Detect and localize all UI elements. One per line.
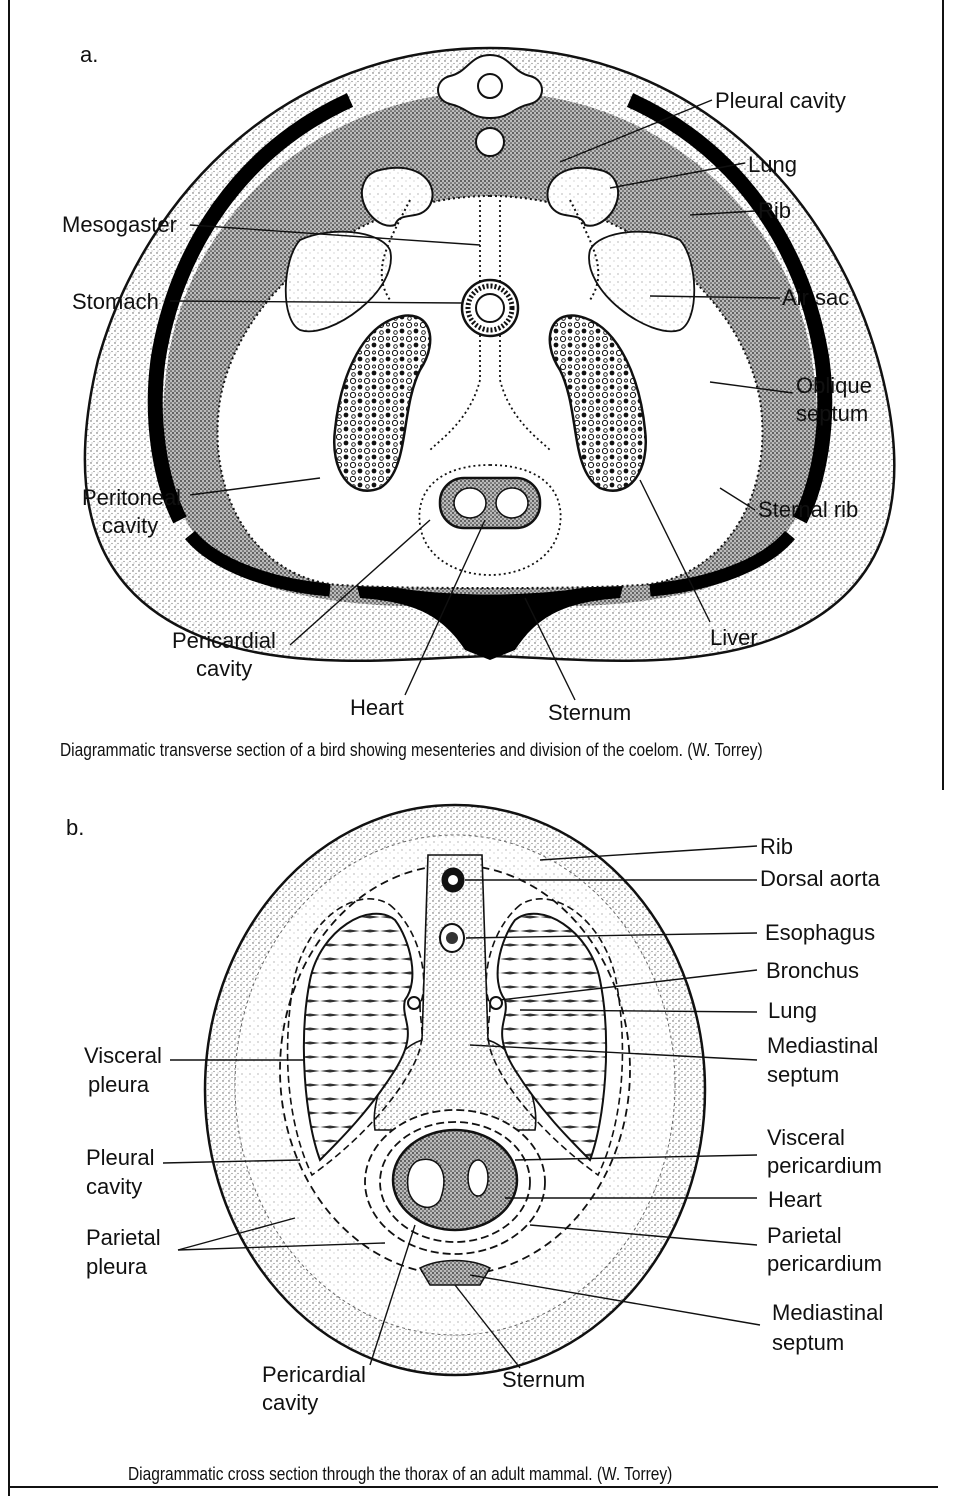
label-mediastinal-septum-line1: Mediastinal xyxy=(767,1033,878,1059)
label-pleural-cavity-a: Pleural cavity xyxy=(715,88,846,114)
mammal-section-diagram xyxy=(163,805,760,1375)
panel-b-letter: b. xyxy=(66,815,84,841)
label-mediastinal-septum-low-line2: septum xyxy=(772,1330,844,1356)
label-sternal-rib: Sternal rib xyxy=(758,497,858,523)
label-pleural-cavity-b-line1: Pleural xyxy=(86,1145,154,1171)
label-sternum-b: Sternum xyxy=(502,1367,585,1393)
label-visceral-pleura-line1: Visceral xyxy=(84,1043,162,1069)
label-heart-a: Heart xyxy=(350,695,404,721)
label-sternum-a: Sternum xyxy=(548,700,631,726)
panel-a-letter: a. xyxy=(80,42,98,68)
label-oblique-septum-line1: Oblique xyxy=(796,373,872,399)
label-parietal-pleura-line2: pleura xyxy=(86,1254,147,1280)
label-lung-a: Lung xyxy=(748,152,797,178)
label-rib-a: Rib xyxy=(758,198,791,224)
bird-section-diagram xyxy=(85,48,895,700)
label-pleural-cavity-b-line2: cavity xyxy=(86,1174,142,1200)
label-visceral-pleura-line2: pleura xyxy=(88,1072,149,1098)
label-mediastinal-septum-line2: septum xyxy=(767,1062,839,1088)
label-heart-b: Heart xyxy=(768,1187,822,1213)
label-oblique-septum-line2: septum xyxy=(796,401,868,427)
label-parietal-pleura-line1: Parietal xyxy=(86,1225,161,1251)
label-esophagus: Esophagus xyxy=(765,920,875,946)
label-peritoneal-cavity-line2: cavity xyxy=(102,513,158,539)
label-liver: Liver xyxy=(710,625,758,651)
label-lung-b: Lung xyxy=(768,998,817,1024)
label-visceral-pericardium-line2: pericardium xyxy=(767,1153,882,1179)
label-pericardial-cavity-a-line1: Pericardial xyxy=(172,628,276,654)
label-pericardial-cavity-b-line2: cavity xyxy=(262,1390,318,1416)
label-mediastinal-septum-low-line1: Mediastinal xyxy=(772,1300,883,1326)
label-rib-b: Rib xyxy=(760,834,793,860)
caption-a: Diagrammatic transverse section of a bir… xyxy=(60,740,763,761)
label-dorsal-aorta: Dorsal aorta xyxy=(760,866,880,892)
label-peritoneal-cavity-line1: Peritoneal xyxy=(82,485,181,511)
label-air-sac: Air sac xyxy=(782,285,849,311)
caption-b: Diagrammatic cross section through the t… xyxy=(128,1464,672,1485)
label-visceral-pericardium-line1: Visceral xyxy=(767,1125,845,1151)
label-pericardial-cavity-a-line2: cavity xyxy=(196,656,252,682)
label-bronchus: Bronchus xyxy=(766,958,859,984)
label-parietal-pericardium-line1: Parietal xyxy=(767,1223,842,1249)
label-pericardial-cavity-b-line1: Pericardial xyxy=(262,1362,366,1388)
label-mesogaster: Mesogaster xyxy=(62,212,177,238)
label-stomach: Stomach xyxy=(72,289,159,315)
label-parietal-pericardium-line2: pericardium xyxy=(767,1251,882,1277)
